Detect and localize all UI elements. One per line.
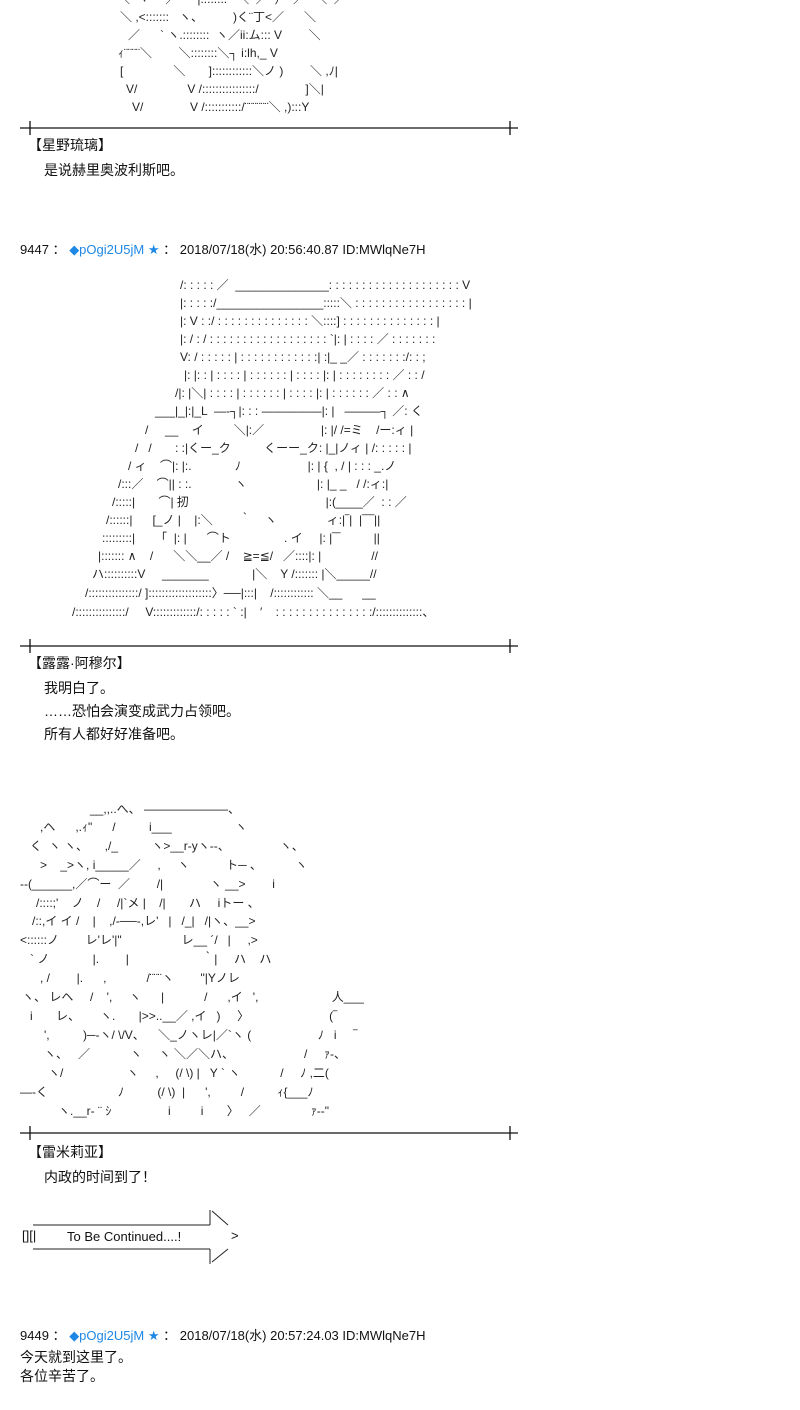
separator: ： (52, 1328, 66, 1343)
dialogue-line: 所有人都好好准备吧。 (44, 726, 184, 742)
aa-line: /:::::| ⌒| 扨 |:(____／ : : ／ (112, 495, 407, 509)
aa-line: i レ、 ヽ. |>>..__／ ,イ ) 〉 (‾ (30, 1009, 338, 1023)
poster-id: ID:MWlqNe7H (342, 242, 426, 257)
aa-line: /::,イ イ / | ,/‐──-,レ' | /_| /|ヽ、__> (32, 914, 256, 928)
aa-line: ', )─-ヽ/ \/V、 ＼_ノヽレ|／`ヽ ( ﾉ i ‾ (44, 1028, 358, 1042)
aa-line: |: |: : | : : : : | : : : : : : | : : : … (184, 368, 425, 382)
aa-line: |: : : : :/________________:::::＼ : : : … (180, 296, 472, 310)
poster-id: ID:MWlqNe7H (342, 1328, 426, 1343)
aa-line: /::::::| [_ノ | |:＼ ｀ ヽ ィ:|‾| |‾‾‾|| (106, 513, 381, 527)
aa-line: ＼ ヽ ／ |:::::::: ＼ ／ ） ／ ＼ ／ (118, 0, 346, 8)
post-datetime: 2018/07/18(水) 20:57:24.03 (179, 1328, 339, 1343)
separator: ： (52, 242, 66, 257)
aa-line: ｨ¨¨¨¨＼ ＼::::::::＼┐ i:lh,_ V (118, 46, 278, 60)
aa-line: |: V : :/ : : : : : : : : : : : : : : ＼:… (180, 314, 440, 328)
aa-line: ` ノ |. | ｀| ハ ハ (30, 952, 272, 966)
post-datetime: 2018/07/18(水) 20:56:40.87 (179, 242, 339, 257)
post-header-9447: 9447 ： ◆pOgi2U5jM ★ ： 2018/07/18(水) 20:5… (20, 239, 425, 258)
aa-line: [ ＼ ]::::::::::::＼ノ ) ＼ ,ﾉ| (120, 64, 338, 78)
aa-line: V/ V /::::::::::::::::/ ]＼| (126, 82, 324, 96)
aa-line: ヽ/ ヽ , (/ \) | Y ` ヽ / ﾉ ,二( (48, 1066, 329, 1080)
aa-line: ‐‐(______,／⌒ー ／ /| ヽ __> i (20, 877, 275, 891)
aa-line: /:::::::::::::::/ ]:::::::::::::::::::〉─… (85, 586, 376, 600)
aa-line: /:::::::::::::::/ V:::::::::::::/: : : :… (72, 605, 435, 619)
aa-line: /: : : : : ／ ______________: : : : : : :… (180, 278, 471, 292)
aa-line: / / : :|くー_ク くーー_ク: |_|ノィ | /: : : : : | (135, 441, 412, 455)
aa-line: > _>ヽ, i_____／ , ヽ ト─ 、 ヽ (40, 858, 308, 872)
tripcode[interactable]: ◆pOgi2U5jM (69, 1328, 145, 1343)
aa-line: ___|_|:|_L ―‐┐|: : : ―――――|: | ―――┐ ／: く (155, 404, 423, 418)
separator-2 (20, 639, 518, 653)
aa-line: :::::::::| 「 |: | ⌒ト . イ |: |‾‾ || (102, 531, 380, 545)
aa-line: /|: |＼| : : : : | : : : : : : | : : : : … (175, 386, 410, 400)
aa-line: ,ヘ ,.ｨ" / i___ ヽ (40, 820, 247, 834)
tripcode[interactable]: ◆pOgi2U5jM (69, 242, 145, 257)
aa-line: /::::;' ノ / /|`メ | /| ハ iトー 、 (36, 896, 260, 910)
aa-line: |::::::: ∧ / ＼＼__／ / ≧=≦/ ／::::|: | // (98, 549, 378, 563)
arrow-tip-icon: > (231, 1228, 239, 1243)
aa-line: ヽ、 レヘ / ', ヽ | / ,イ ', 人___ (22, 990, 364, 1004)
aa-line: /:::／ ⌒|| : :. ヽ |: |_ _ / /:ィ:| (118, 477, 389, 491)
aa-line: V/ V /:::::::::::/¨¨¨¨¨¨＼ ,):::Y (132, 100, 310, 114)
speaker-name: 【露露·阿穆尔】 (28, 655, 131, 671)
aa-line: ヽ.__r‐ ¨ ｼ i i 〉 ／ ｧ-‐" (58, 1104, 329, 1118)
aa-line: , / |. , /¨¨¨ヽ "|Yノレ (40, 971, 240, 985)
speaker-name: 【星野琉璃】 (28, 137, 112, 153)
aa-line: V: / : : : : : | : : : : : : : : : : : :… (180, 350, 426, 364)
separator-3 (20, 1126, 518, 1140)
dialogue-line: 是说赫里奥波利斯吧。 (44, 162, 184, 178)
aa-line: |: / : / : : : : : : : : : : : : : : : :… (180, 332, 436, 346)
separator: ： (163, 1328, 177, 1343)
tbc-marker: [][| (22, 1228, 37, 1243)
separator-1 (20, 121, 518, 135)
aa-line: く ヽ ヽ、 ,/_ ヽ>__r‐yヽ‐-、 ヽ、 (30, 839, 304, 853)
star-icon: ★ (147, 242, 160, 257)
dialogue-line: 我明白了。 (44, 680, 114, 696)
dialogue-line: 内政的时间到了！ (44, 1169, 156, 1185)
post-number: 9447 (20, 242, 49, 257)
aa-line: / ィ ⌒|: |:. ﾉ |: | { , / | : : : _.ノ (128, 459, 397, 473)
dialogue-line: ……恐怕会演变成武力占领吧。 (44, 703, 240, 719)
tbc-label: To Be Continued....! (67, 1229, 182, 1244)
speaker-name: 【雷米莉亚】 (28, 1144, 112, 1160)
post-body-line: 今天就到这里了。 (20, 1349, 132, 1365)
post-number: 9449 (20, 1328, 49, 1343)
aa-line: ハ::::::::::V _______ |＼ Y /::::::: |＼___… (92, 567, 377, 581)
arrow-shape (33, 1210, 229, 1264)
separator: ： (163, 242, 177, 257)
aa-line: __,,..へ、 ―――――――、 (90, 802, 241, 816)
aa-line: ＼ ,<::::::: ヽ、 )く¨丁<／ ＼ (120, 10, 317, 24)
star-icon: ★ (147, 1328, 160, 1343)
post-header-9449: 9449 ： ◆pOgi2U5jM ★ ： 2018/07/18(水) 20:5… (20, 1325, 425, 1344)
aa-line: / __ イ ＼|:／ |: |/ /=ミ /ー:ィ | (145, 423, 414, 437)
aa-line: ／ ` ヽ.:::::::: ヽ／ii:ム::: V ＼ (128, 28, 321, 42)
post-body-line: 各位辛苦了。 (20, 1368, 104, 1384)
aa-line: ヽ、 ／ ヽ ヽ ＼／＼ハ、 / ｧ-、 (44, 1047, 347, 1061)
aa-line: <::::::ノ レ'レ'|" レ__ ´/ | ,> (20, 933, 258, 947)
aa-line: ―‐く ﾉ (/ \) | ', / ｨ{___ﾉ (20, 1085, 314, 1099)
